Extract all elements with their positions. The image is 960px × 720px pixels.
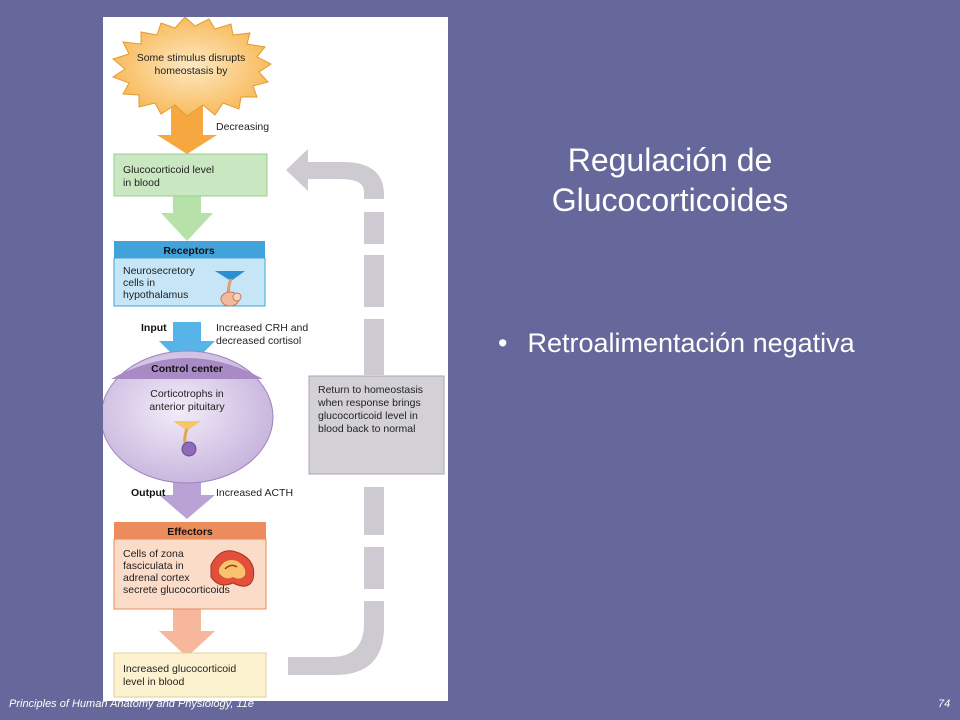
stimulus-text-2: homeostasis by bbox=[155, 65, 229, 77]
return-text-3: glucocorticoid level in bbox=[318, 410, 418, 422]
output-desc: Increased ACTH bbox=[216, 487, 293, 499]
adrenal-cortex-icon bbox=[210, 550, 255, 587]
level-text-1: Glucocorticoid level bbox=[123, 164, 214, 176]
stimulus-starburst: Some stimulus disrupts homeostasis by bbox=[111, 17, 272, 117]
effectors-box: Effectors Cells of zona fasciculata in a… bbox=[113, 522, 267, 610]
input-desc-2: decreased cortisol bbox=[216, 335, 301, 347]
receptors-header: Receptors bbox=[163, 245, 215, 257]
input-desc-1: Increased CRH and bbox=[216, 322, 308, 334]
pituitary-icon bbox=[173, 421, 201, 457]
control-text-2: anterior pituitary bbox=[149, 401, 225, 413]
level-text-2: in blood bbox=[123, 177, 160, 189]
output-label: Output bbox=[131, 487, 166, 499]
title-line-1: Regulación de bbox=[567, 142, 773, 178]
footer-citation: Principles of Human Anatomy and Physiolo… bbox=[9, 698, 254, 710]
title-line-2: Glucocorticoides bbox=[551, 182, 789, 218]
receptors-text-3: hypothalamus bbox=[123, 289, 188, 301]
effectors-text-2: fasciculata in bbox=[123, 560, 184, 572]
return-text-1: Return to homeostasis bbox=[318, 384, 423, 396]
control-text-1: Corticotrophs in bbox=[150, 388, 224, 400]
decreasing-label: Decreasing bbox=[216, 121, 269, 133]
bullet-item: • Retroalimentación negativa bbox=[498, 328, 855, 359]
receptors-text-2: cells in bbox=[123, 277, 155, 289]
page-number: 74 bbox=[938, 698, 951, 710]
hypothalamus-cells-icon bbox=[215, 271, 245, 307]
stimulus-text-1: Some stimulus disrupts bbox=[137, 52, 246, 64]
increased-level-box: Increased glucocorticoid level in blood bbox=[113, 652, 267, 698]
feedback-loop-arrow bbox=[286, 149, 384, 675]
effectors-text-4: secrete glucocorticoids bbox=[123, 584, 230, 596]
result-text-1: Increased glucocorticoid bbox=[123, 663, 236, 675]
return-text-2: when response brings bbox=[317, 397, 421, 409]
flow-arrows bbox=[157, 101, 217, 657]
glucocorticoid-level-box: Glucocorticoid level in blood bbox=[113, 153, 268, 197]
result-text-2: level in blood bbox=[123, 676, 184, 688]
control-center-oval: Control center Corticotrophs in anterior… bbox=[103, 350, 274, 484]
effectors-text-3: adrenal cortex bbox=[123, 572, 190, 584]
control-center-header: Control center bbox=[151, 363, 223, 375]
slide-title: Regulación de Glucocorticoides bbox=[520, 140, 820, 220]
effectors-header: Effectors bbox=[167, 526, 213, 538]
bullet-text: Retroalimentación negativa bbox=[527, 328, 855, 358]
receptors-text-1: Neurosecretory bbox=[123, 265, 196, 277]
receptors-box: Receptors Neurosecretory cells in hypoth… bbox=[113, 241, 266, 307]
bullet-icon: • bbox=[498, 328, 508, 358]
feedback-diagram: Some stimulus disrupts homeostasis by De… bbox=[103, 17, 448, 701]
return-homeostasis-box: Return to homeostasis when response brin… bbox=[308, 375, 445, 475]
effectors-text-1: Cells of zona bbox=[123, 548, 184, 560]
input-label: Input bbox=[141, 322, 167, 334]
return-text-4: blood back to normal bbox=[318, 423, 415, 435]
